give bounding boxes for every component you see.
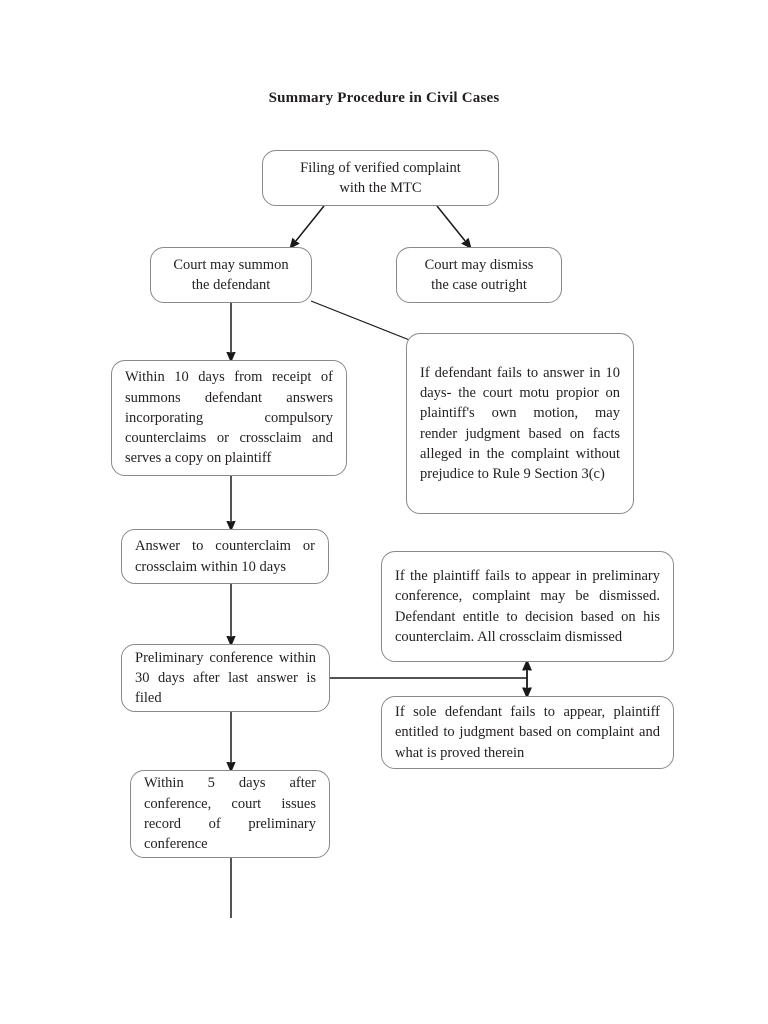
node-label: Filing of verified complaint with the MT… xyxy=(300,159,461,196)
edge-filing-to-summon xyxy=(291,205,325,247)
node-filing-of-complaint[interactable]: Filing of verified complaint with the MT… xyxy=(262,150,499,206)
node-label: Court may dismiss the case outright xyxy=(424,256,534,293)
node-label: Within 5 days after conference, court is… xyxy=(144,775,316,853)
node-answer-to-counterclaim[interactable]: Answer to counterclaim or crossclaim wit… xyxy=(121,529,329,584)
node-court-may-dismiss[interactable]: Court may dismiss the case outright xyxy=(396,247,562,303)
node-court-may-summon[interactable]: Court may summon the defendant xyxy=(150,247,312,303)
node-sole-defendant-fails-to-appear[interactable]: If sole defendant fails to appear, plain… xyxy=(381,696,674,769)
node-plaintiff-fails-to-appear[interactable]: If the plaintiff fails to appear in prel… xyxy=(381,551,674,662)
node-label: If the plaintiff fails to appear in prel… xyxy=(395,567,660,645)
node-label: Court may summon the defendant xyxy=(173,256,289,293)
page-title: Summary Procedure in Civil Cases xyxy=(268,90,500,106)
node-label: Answer to counterclaim or crossclaim wit… xyxy=(135,538,315,575)
node-label: Preliminary conference within 30 days af… xyxy=(135,649,316,707)
node-preliminary-conference[interactable]: Preliminary conference within 30 days af… xyxy=(121,644,330,712)
node-answer-within-10-days[interactable]: Within 10 days from receipt of summons d… xyxy=(111,360,347,476)
node-record-within-5-days[interactable]: Within 5 days after conference, court is… xyxy=(130,770,330,858)
node-label: If sole defendant fails to appear, plain… xyxy=(395,704,660,761)
edge-filing-to-dismiss xyxy=(436,205,470,247)
edge-summon-to-fails-to-answer xyxy=(310,300,413,342)
node-label: If defendant fails to answer in 10 days-… xyxy=(420,364,620,483)
node-label: Within 10 days from receipt of summons d… xyxy=(125,369,333,467)
node-defendant-fails-to-answer[interactable]: If defendant fails to answer in 10 days-… xyxy=(406,333,634,514)
